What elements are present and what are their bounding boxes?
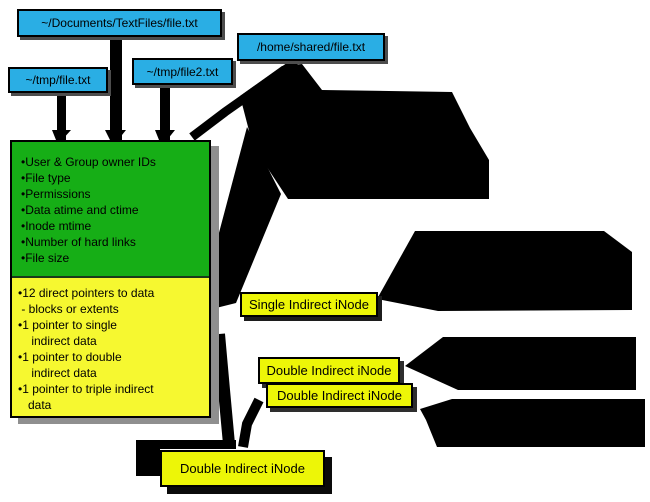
- pointer-item: •1 pointer to triple indirect: [18, 382, 154, 396]
- single-indirect-label: Single Indirect iNode: [249, 297, 369, 312]
- pointer-item: •1 pointer to double: [18, 350, 122, 364]
- double-indirect-inode-box-overlap: Double Indirect iNode: [266, 383, 413, 408]
- double-indirect-inode-box-bottom: Double Indirect iNode: [160, 450, 325, 487]
- arrowhead-documents: [105, 130, 126, 140]
- connector-tmp-file2: [160, 84, 170, 140]
- filepath-box-documents: ~/Documents/TextFiles/file.txt: [17, 9, 222, 37]
- pointer-item: •12 direct pointers to data: [18, 286, 155, 300]
- connector-pointerbox-to-bottom: [213, 333, 235, 445]
- metadata-item: •Inode mtime: [21, 219, 92, 233]
- inode-pointers-section: •12 direct pointers to data - blocks or …: [12, 278, 209, 416]
- arrow-to-double-indirect-1: [405, 337, 636, 390]
- metadata-item: •File type: [21, 171, 71, 185]
- filepath-box-tmp-file: ~/tmp/file.txt: [8, 67, 108, 93]
- arrowhead-tmp-file2: [155, 130, 175, 140]
- filepath-box-home-shared: /home/shared/file.txt: [237, 33, 385, 61]
- bottom-box-link-bar: [136, 440, 236, 449]
- double-indirect-inode-box-top: Double Indirect iNode: [258, 357, 400, 384]
- metadata-item: •File size: [21, 251, 70, 265]
- pointer-item: - blocks or extents: [18, 302, 119, 316]
- double-indirect-label: Double Indirect iNode: [266, 363, 392, 378]
- inode-metadata-section: •User & Group owner IDs •File type •Perm…: [12, 142, 209, 278]
- filepath-label: ~/Documents/TextFiles/file.txt: [41, 16, 198, 30]
- arrow-to-double-indirect-2: [420, 399, 645, 447]
- metadata-item: •User & Group owner IDs: [21, 155, 156, 169]
- metadata-item: •Number of hard links: [21, 235, 136, 249]
- pointer-item: indirect data: [18, 366, 97, 380]
- metadata-item: •Permissions: [21, 187, 91, 201]
- connector-documents: [110, 36, 122, 140]
- pointer-item: indirect data: [18, 334, 97, 348]
- double-indirect-label: Double Indirect iNode: [179, 461, 306, 476]
- filepath-box-tmp-file2: ~/tmp/file2.txt: [132, 58, 233, 85]
- pointer-item: •1 pointer to single: [18, 318, 117, 332]
- filepath-label: /home/shared/file.txt: [256, 40, 366, 54]
- filepath-label: ~/tmp/file2.txt: [146, 64, 219, 79]
- connector-double2-to-bottom: [238, 397, 264, 448]
- metadata-item: •Data atime and ctime: [21, 203, 139, 217]
- arrow-to-single-indirect: [377, 231, 632, 311]
- single-indirect-inode-box: Single Indirect iNode: [240, 292, 378, 317]
- filepath-label: ~/tmp/file.txt: [25, 73, 91, 87]
- arrow-to-pointer-section: [211, 127, 281, 308]
- connector-tmp-file: [57, 92, 66, 140]
- arrowhead-tmp-file: [52, 130, 71, 140]
- data-block-arrow-upper: [240, 64, 489, 199]
- bottom-box-left-stub: [136, 440, 160, 476]
- inode-box: •User & Group owner IDs •File type •Perm…: [10, 140, 211, 418]
- pointer-item: data: [18, 398, 52, 412]
- double-indirect-label: Double Indirect iNode: [276, 388, 403, 403]
